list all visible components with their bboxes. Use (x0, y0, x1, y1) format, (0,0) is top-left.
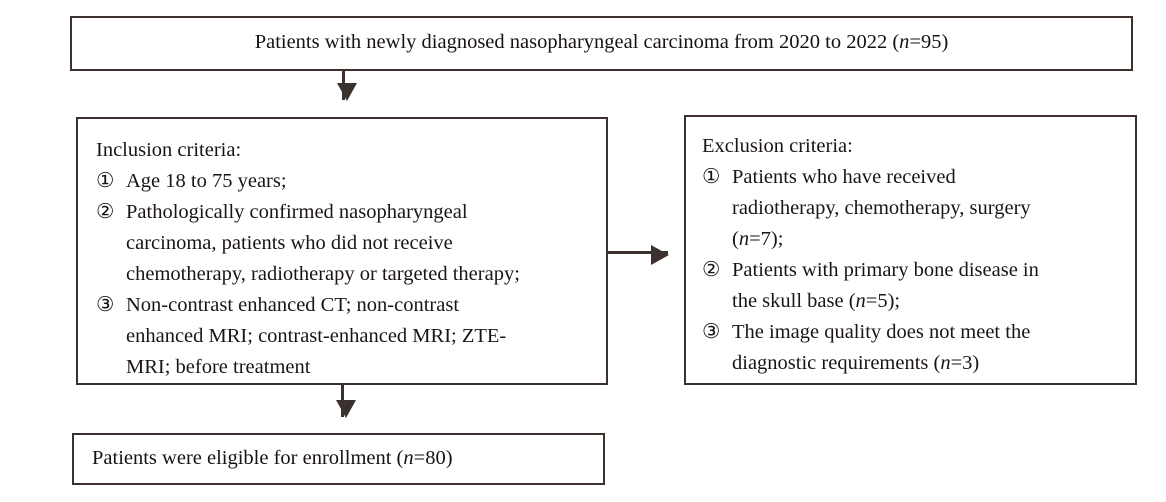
exclusion-item-1-line-2: radiotherapy, chemotherapy, surgery (732, 197, 1031, 219)
inclusion-item-3-line-3: MRI; before treatment (126, 356, 311, 378)
arrowhead-down-icon (336, 83, 357, 101)
inclusion-criteria-box: Inclusion criteria: ① Age 18 to 75 years… (76, 117, 608, 385)
exclusion-item-1-line-3: (n=7); (732, 224, 1129, 255)
inclusion-item-3: ③ Non-contrast enhanced CT; non-contrast… (96, 290, 598, 383)
arrowhead-down-icon (335, 400, 356, 418)
exclusion-criteria-content: Exclusion criteria: ① Patients who have … (702, 131, 1129, 379)
exclusion-item-3-line-2: diagnostic requirements (n=3) (732, 348, 1129, 379)
exclusion-item-2-line-2: the skull base (n=5); (732, 286, 1129, 317)
exclusion-item-3-count-after: =3) (950, 352, 980, 374)
inclusion-item-1: ① Age 18 to 75 years; (96, 166, 598, 197)
circled-number-2-icon: ② (96, 201, 115, 223)
exclusion-item-1-line-1: Patients who have received (732, 166, 956, 188)
circled-number-3-icon: ③ (96, 294, 115, 316)
exclusion-item-3: ③ The image quality does not meet the di… (702, 317, 1129, 379)
inclusion-item-3-line-2: enhanced MRI; contrast-enhanced MRI; ZTE… (126, 325, 507, 347)
bottom-box-text-before: Patients were eligible for enrollment ( (92, 447, 404, 469)
top-box-text-after: =95) (909, 31, 949, 53)
exclusion-item-3-line-1: The image quality does not meet the (732, 321, 1031, 343)
bottom-box-eligible-patients: Patients were eligible for enrollment (n… (72, 433, 605, 485)
exclusion-item-1: ① Patients who have received radiotherap… (702, 162, 1129, 255)
exclusion-criteria-heading: Exclusion criteria: (702, 135, 853, 157)
bottom-box-text-after: =80) (413, 447, 453, 469)
top-box-text-before: Patients with newly diagnosed nasopharyn… (254, 31, 900, 53)
arrow-inclusion-to-bottom (335, 385, 356, 418)
top-box-enrolled-patients: Patients with newly diagnosed nasopharyn… (70, 16, 1133, 71)
exclusion-item-2-count-before: the skull base ( (732, 290, 856, 312)
inclusion-item-2-line-1: Pathologically confirmed nasopharyngeal (126, 201, 468, 223)
arrow-top-to-inclusion (336, 71, 357, 101)
circled-number-1-icon: ① (96, 170, 115, 192)
exclusion-item-2: ② Patients with primary bone disease in … (702, 255, 1129, 317)
inclusion-criteria-heading: Inclusion criteria: (96, 139, 242, 161)
inclusion-criteria-content: Inclusion criteria: ① Age 18 to 75 years… (96, 135, 598, 383)
exclusion-item-1-count-after: =7); (749, 228, 784, 250)
inclusion-item-2: ② Pathologically confirmed nasopharyngea… (96, 197, 598, 290)
arrow-inclusion-to-exclusion (608, 244, 669, 265)
exclusion-item-3-n-symbol: n (940, 352, 951, 374)
top-box-text: Patients with newly diagnosed nasopharyn… (72, 32, 1131, 53)
bottom-box-n-symbol: n (403, 447, 414, 469)
exclusion-item-1-n-symbol: n (738, 228, 750, 250)
circled-number-1-icon: ① (702, 166, 721, 188)
inclusion-item-1-line-1: Age 18 to 75 years; (126, 170, 287, 192)
exclusion-item-2-line-1: Patients with primary bone disease in (732, 259, 1039, 281)
exclusion-item-3-count-before: diagnostic requirements ( (732, 352, 941, 374)
top-box-n-symbol: n (899, 31, 910, 53)
inclusion-item-2-line-3: chemotherapy, radiotherapy or targeted t… (126, 263, 520, 285)
exclusion-item-2-n-symbol: n (855, 290, 866, 312)
exclusion-criteria-box: Exclusion criteria: ① Patients who have … (684, 115, 1137, 385)
circled-number-2-icon: ② (702, 259, 721, 281)
inclusion-item-3-line-1: Non-contrast enhanced CT; non-contrast (126, 294, 460, 316)
exclusion-item-2-count-after: =5); (865, 290, 901, 312)
exclusion-item-1-count-before: ( (732, 228, 739, 250)
bottom-box-text: Patients were eligible for enrollment (n… (92, 448, 453, 469)
circled-number-3-icon: ③ (702, 321, 721, 343)
arrowhead-right-icon (651, 244, 669, 265)
inclusion-item-2-line-2: carcinoma, patients who did not receive (126, 232, 453, 254)
